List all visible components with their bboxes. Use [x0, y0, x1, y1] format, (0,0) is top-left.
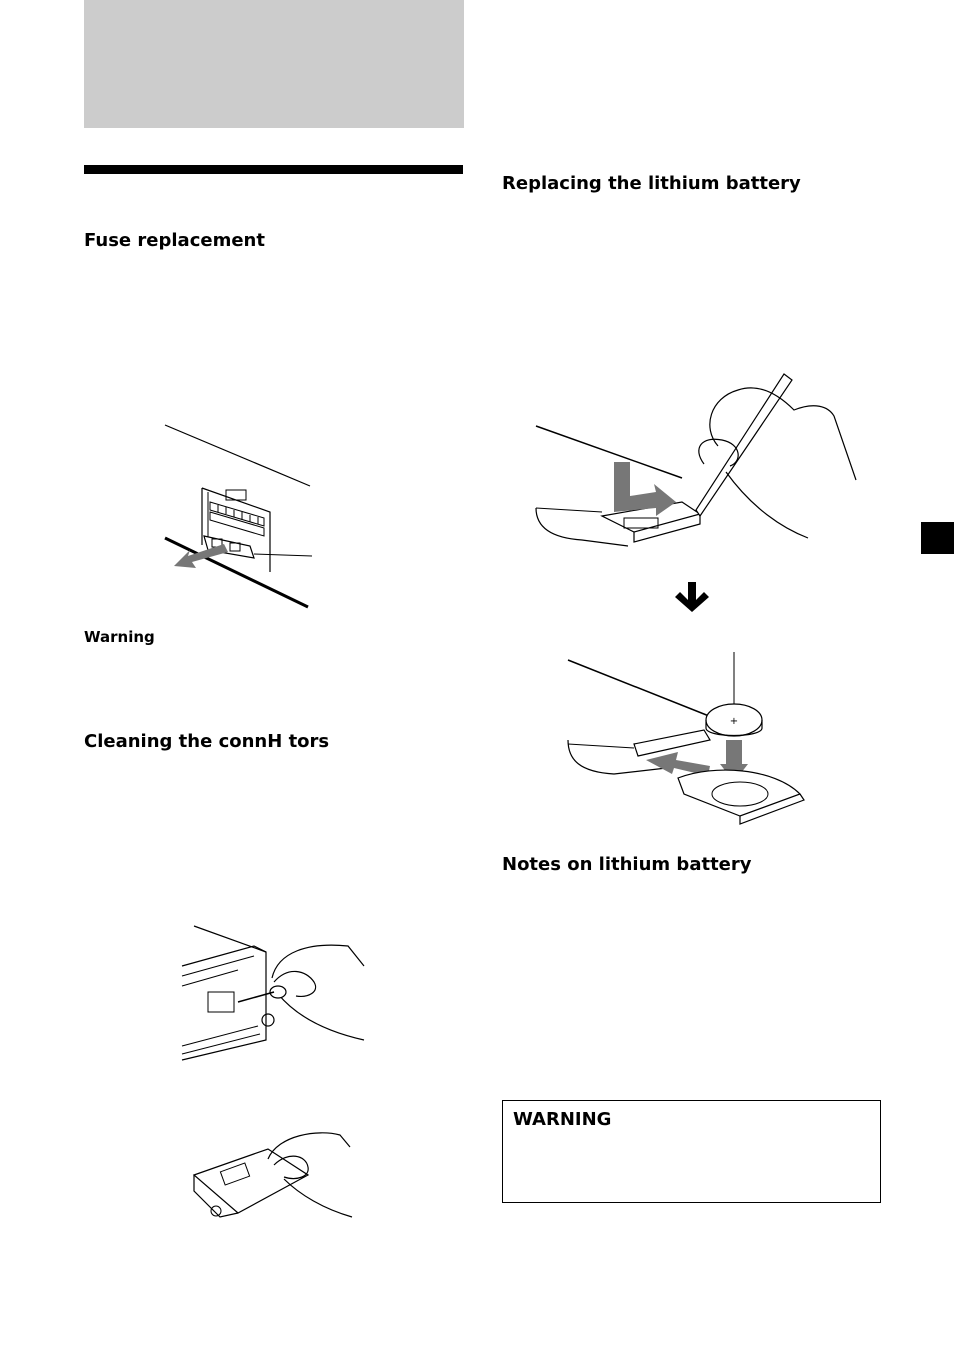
svg-text:+: + — [730, 716, 738, 727]
replacing-battery-heading: Replacing the lithium battery — [502, 173, 801, 194]
section-tab-marker — [921, 522, 954, 554]
notes-lithium-battery-heading: Notes on lithium battery — [502, 854, 752, 875]
warning-label: Warning — [84, 628, 155, 646]
battery-insertion-illustration: + — [567, 652, 805, 825]
warning-box: WARNING — [502, 1100, 881, 1203]
fuse-replacement-heading: Fuse replacement — [84, 230, 265, 251]
cleaning-front-panel-illustration — [192, 1132, 353, 1218]
section-rule — [84, 165, 463, 174]
header-gray-block — [84, 0, 464, 128]
cleaning-unit-illustration — [181, 925, 365, 1061]
battery-tray-removal-illustration — [535, 373, 857, 547]
cleaning-connectors-heading: Cleaning the connH tors — [84, 731, 330, 752]
warning-box-title: WARNING — [513, 1109, 612, 1130]
down-arrow-icon — [675, 582, 709, 612]
fuse-illustration — [164, 424, 313, 609]
